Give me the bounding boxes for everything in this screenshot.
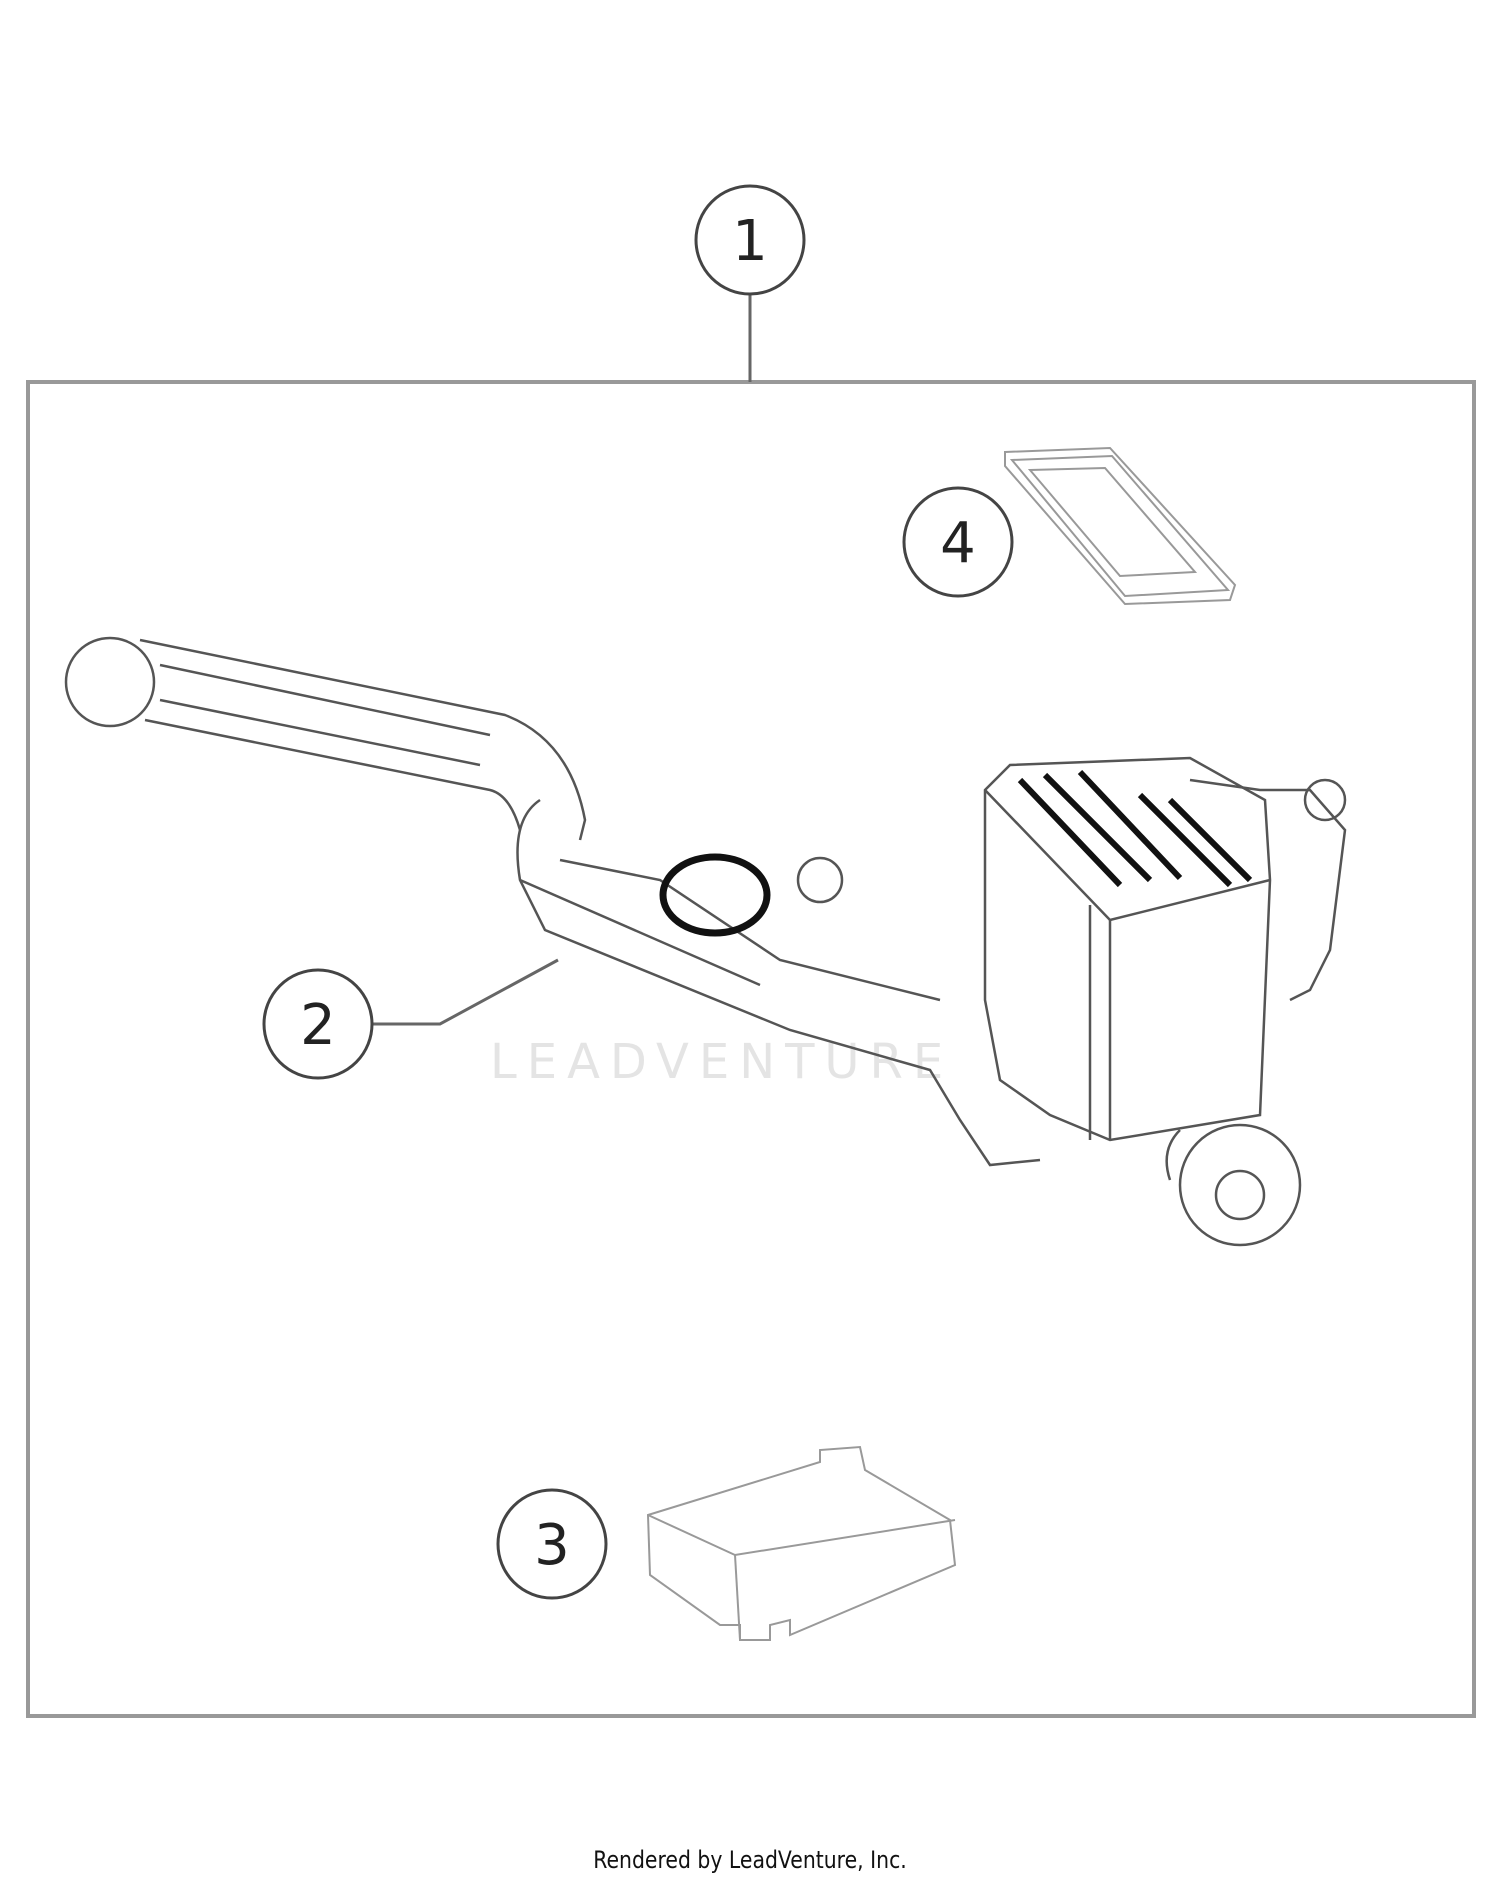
callout-2-leader <box>372 958 559 1026</box>
reservoir-cap <box>659 853 771 937</box>
gasket-part <box>1004 446 1237 606</box>
svg-text:4: 4 <box>940 511 976 576</box>
svg-text:3: 3 <box>534 1513 570 1578</box>
block-part <box>646 1445 957 1641</box>
svg-text:2: 2 <box>300 993 336 1058</box>
callout-3[interactable]: 3 <box>496 1488 608 1600</box>
svg-text:1: 1 <box>732 209 768 274</box>
callout-2[interactable]: 2 <box>262 968 374 1080</box>
footer-credit: Rendered by LeadVenture, Inc. <box>593 1846 907 1874</box>
callout-4[interactable]: 4 <box>902 486 1014 598</box>
callout-1[interactable]: 1 <box>694 184 806 296</box>
watermark: LEADVENTURE <box>490 1034 953 1090</box>
brake-lever-master-cylinder <box>64 636 1347 1247</box>
reservoir-ribs <box>1017 769 1253 888</box>
